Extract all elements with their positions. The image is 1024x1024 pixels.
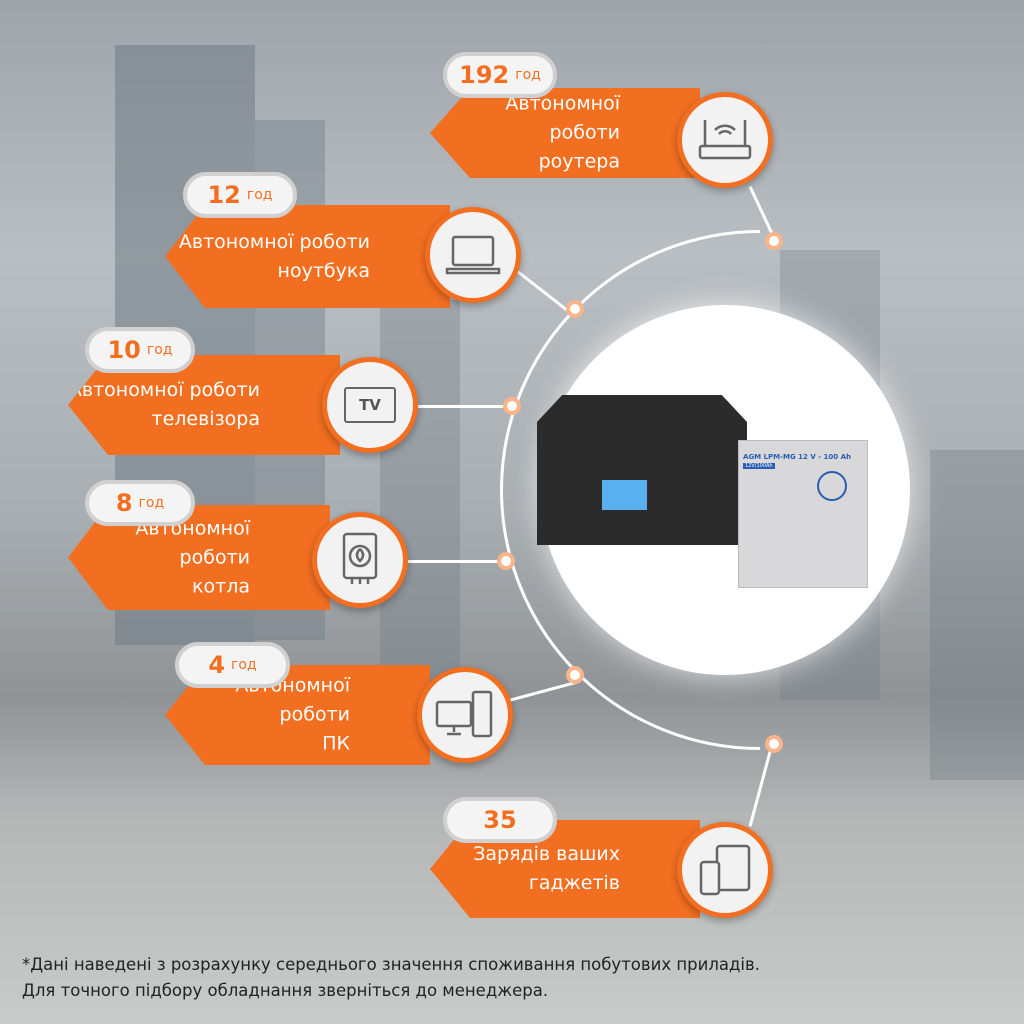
stat-badge: 10 год xyxy=(85,327,195,373)
stat-value: 12 xyxy=(207,181,241,209)
brand-logo xyxy=(817,471,847,501)
background-building xyxy=(380,300,460,700)
router-icon xyxy=(677,92,773,188)
stat-label: Автономної роботи xyxy=(68,379,260,401)
stat-badge: 12 год xyxy=(183,172,297,218)
pc-icon xyxy=(417,667,513,763)
stat-badge: 192 год xyxy=(443,52,557,98)
connector-dot xyxy=(566,300,584,318)
stat-unit: год xyxy=(138,495,165,511)
connector-dot xyxy=(497,552,515,570)
stat-value: 8 xyxy=(115,489,133,517)
stat-card-laptop: Автономної роботи ноутбука xyxy=(165,205,450,308)
stat-value: 35 xyxy=(483,806,517,834)
stat-value: 10 xyxy=(107,336,141,364)
connector-line xyxy=(748,748,773,827)
tv-icon: TV xyxy=(322,357,418,453)
stat-label: Зарядів ваших xyxy=(473,843,620,865)
inverter-display xyxy=(602,480,647,510)
stat-unit: год xyxy=(515,67,541,83)
stat-label: Автономної роботи xyxy=(178,230,370,253)
battery-sub: 12V/100Ah xyxy=(743,463,775,469)
stat-device: ноутбука xyxy=(277,259,370,282)
stat-device: ПК xyxy=(322,732,350,755)
inverter-image xyxy=(537,395,747,545)
tv-icon-text: TV xyxy=(344,387,396,423)
connector-line xyxy=(415,405,515,408)
stat-card-tv: Автономної роботи телевізора xyxy=(68,355,340,455)
battery-label: AGM LPM-MG 12 V - 100 Ah xyxy=(743,453,852,461)
footnote: *Дані наведені з розрахунку середнього з… xyxy=(22,952,760,1004)
stat-badge: 35 xyxy=(443,797,557,843)
connector-dot xyxy=(503,397,521,415)
gadgets-icon xyxy=(677,822,773,918)
laptop-icon xyxy=(425,207,521,303)
stat-unit: год xyxy=(231,657,257,673)
stat-label: Автономної роботи xyxy=(505,92,620,144)
stat-badge: 8 год xyxy=(85,480,195,526)
background-building xyxy=(930,450,1024,780)
connector-line xyxy=(514,268,572,314)
connector-dot xyxy=(765,735,783,753)
stat-device: котла xyxy=(192,575,250,597)
stat-device: роутера xyxy=(538,150,620,173)
connector-dot xyxy=(566,666,584,684)
stat-value: 192 xyxy=(459,61,510,89)
stat-unit: год xyxy=(246,187,273,203)
footnote-line: *Дані наведені з розрахунку середнього з… xyxy=(22,955,760,974)
connector-line xyxy=(405,560,510,563)
stat-unit: год xyxy=(146,342,173,358)
connector-dot xyxy=(765,232,783,250)
stat-value: 4 xyxy=(208,651,226,679)
stat-badge: 4 год xyxy=(175,642,290,688)
connector-line xyxy=(504,680,578,703)
stat-card-router: Автономної роботи роутера xyxy=(430,88,700,178)
stat-device: телевізора xyxy=(151,408,261,430)
battery-image: AGM LPM-MG 12 V - 100 Ah 12V/100Ah xyxy=(738,440,868,588)
footnote-line: Для точного підбору обладнання звернітьс… xyxy=(22,981,549,1000)
boiler-icon xyxy=(312,512,408,608)
stat-device: гаджетів xyxy=(528,872,620,894)
